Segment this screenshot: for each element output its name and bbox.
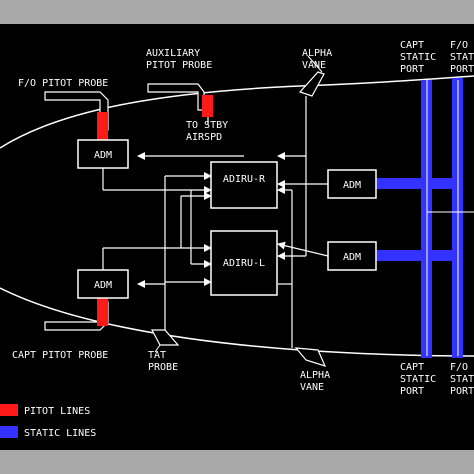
capt-static-bottom-label-1: CAPT [400,362,424,373]
fo-static-top-label-2: STATIC [450,52,474,63]
fo-static-bottom-label-1: F/O [450,362,468,373]
static-line-upper [376,178,452,189]
adm-lower-right-label: ADM [343,252,361,263]
alpha-vane-top-label-1: ALPHA [302,48,332,59]
fo-static-top-label-1: F/O [450,40,468,51]
tat-probe-label-1: TAT [148,350,166,361]
adiru-l-label: ADIRU-L [223,258,265,269]
adiru-r [210,161,278,209]
fo-pitot-line [97,112,108,140]
to-stby-label-1: TO STBY [186,120,228,131]
capt-static-top-label-1: CAPT [400,40,424,51]
adm-upper-right-label: ADM [343,180,361,191]
alpha-vane-top [298,71,325,97]
capt-pitot-probe-label: CAPT PITOT PROBE [12,350,108,361]
aux-pitot-label-1: AUXILIARY [146,48,200,59]
auxiliary-pitot-probe [147,83,205,111]
aux-pitot-label-2: PITOT PROBE [146,60,212,71]
static-line-lower [376,250,452,261]
tat-probe [151,329,180,346]
legend-pitot-swatch [0,404,18,416]
fo-static-top-label-3: PORT [450,64,474,75]
tat-probe-leader [154,344,161,353]
capt-pitot-line [97,298,108,326]
adm-lower-left [77,269,129,299]
adiru-l [210,230,278,296]
auxiliary-pitot-line [202,95,213,117]
tat-probe-label-2: PROBE [148,362,178,373]
capt-static-top-label-3: PORT [400,64,424,75]
alpha-vane-bottom [294,347,327,367]
fuselage-outline-bottom [0,287,474,357]
fuselage-outline-top [0,75,474,149]
adiru-r-label: ADIRU-R [223,174,266,185]
alpha-vane-bottom-label-1: ALPHA [300,370,330,381]
alpha-vane-top-leader [307,55,323,73]
legend-static-label: STATIC LINES [24,428,96,439]
to-stby-label-2: AIRSPD [186,132,222,143]
legend-static-swatch [0,426,18,438]
adm-upper-right [327,169,377,199]
adm-upper-left-label: ADM [94,150,112,161]
fo-static-bottom-label-2: STATIC [450,374,474,385]
capt-static-top-label-2: STATIC [400,52,436,63]
adm-lower-right [327,241,377,271]
fo-pitot-probe-label: F/O PITOT PROBE [18,78,108,89]
adm-lower-left-label: ADM [94,280,112,291]
legend-pitot-label: PITOT LINES [24,406,90,417]
alpha-vane-top-label-2: VANE [302,60,326,71]
capt-static-bottom-label-2: STATIC [400,374,436,385]
capt-static-bottom-label-3: PORT [400,386,424,397]
alpha-vane-bottom-label-2: VANE [300,382,324,393]
fo-static-bottom-label-3: PORT [450,386,474,397]
